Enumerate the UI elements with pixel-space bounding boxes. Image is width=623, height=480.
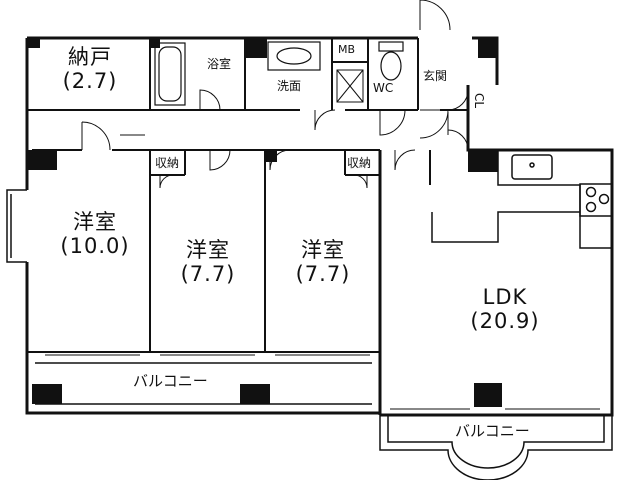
closet-cl-label: CL xyxy=(471,93,486,109)
western-room-1-name: 洋室 xyxy=(73,210,117,234)
western-room-3-label: 洋室 (7.7) xyxy=(273,238,373,286)
balcony-right-label: バルコニー xyxy=(455,422,530,440)
kitchen xyxy=(431,150,613,249)
wash-basin xyxy=(267,41,321,71)
balcony-left-label: バルコニー xyxy=(133,372,208,390)
western-room-3-name: 洋室 xyxy=(301,238,345,262)
washroom-label: 洗面 xyxy=(277,79,302,93)
bay-window xyxy=(6,189,27,263)
toilet xyxy=(378,41,404,81)
ldk-name: LDK xyxy=(482,285,528,309)
western-room-2-name: 洋室 xyxy=(186,238,230,262)
closet-b-label: 収納 xyxy=(347,156,372,170)
closet-a-label: 収納 xyxy=(155,156,180,170)
storage-room-name: 納戸 xyxy=(68,45,112,69)
balcony-right-outline xyxy=(379,415,613,480)
entrance-label: 玄関 xyxy=(423,69,448,83)
bathtub xyxy=(154,42,186,106)
windows xyxy=(45,354,600,410)
storage-room-area: (2.7) xyxy=(62,69,118,94)
western-room-1-area: (10.0) xyxy=(60,234,130,259)
balcony-left-outline xyxy=(35,362,372,405)
mb-box xyxy=(336,69,364,103)
mb-label: MB xyxy=(338,43,356,56)
ldk-label: LDK (20.9) xyxy=(450,285,560,333)
western-room-2-label: 洋室 (7.7) xyxy=(158,238,258,286)
bath-label: 浴室 xyxy=(207,57,232,71)
western-room-3-area: (7.7) xyxy=(295,262,351,287)
western-room-2-area: (7.7) xyxy=(180,262,236,287)
storage-room-label: 納戸 (2.7) xyxy=(50,45,130,93)
ldk-area: (20.9) xyxy=(470,309,540,334)
western-room-1-label: 洋室 (10.0) xyxy=(40,210,150,258)
wc-label: WC xyxy=(373,81,394,95)
doors xyxy=(81,0,469,189)
